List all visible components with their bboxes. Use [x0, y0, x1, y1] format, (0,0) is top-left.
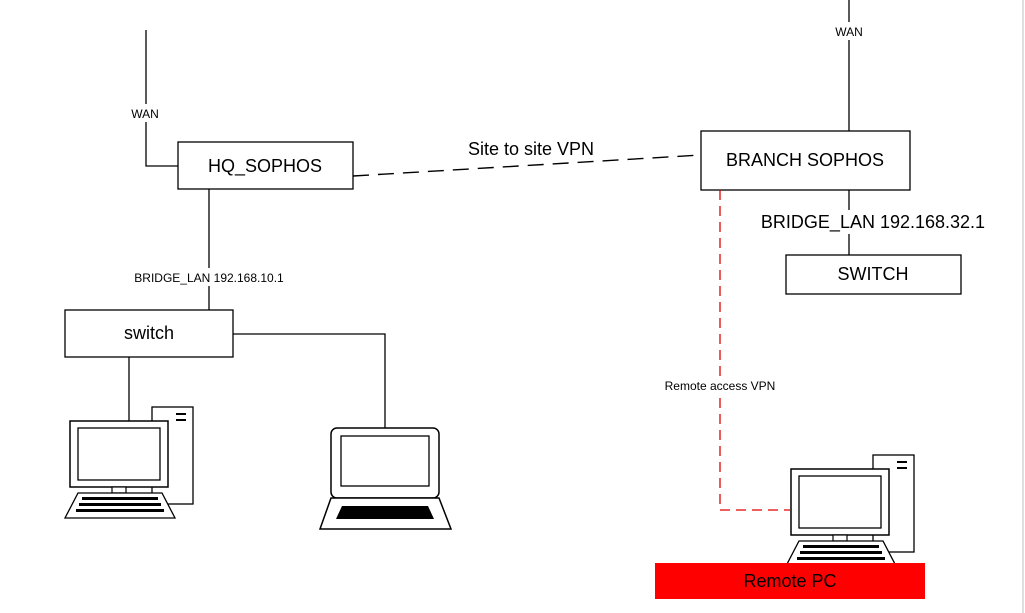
hq-lan-label-bg: [130, 268, 290, 286]
branch-lan-label-bg: [756, 210, 992, 234]
desktop-computer-icon[interactable]: [784, 454, 915, 567]
site-to-site-vpn-label: Site to site VPN: [468, 139, 594, 159]
branch-lan-label: BRIDGE_LAN 192.168.32.1: [761, 212, 985, 233]
remote-pc-label: Remote PC: [743, 571, 836, 591]
remote-access-label: Remote access VPN: [665, 379, 776, 393]
hq-switch-box[interactable]: [64, 309, 234, 358]
hq-switch-label: switch: [124, 323, 174, 343]
branch-switch-box[interactable]: [785, 254, 962, 295]
site-to-site-vpn-link: [352, 154, 702, 177]
hq-lan-label: BRIDGE_LAN 192.168.10.1: [134, 271, 284, 285]
remote-access-vpn-link: [719, 190, 790, 511]
hq-wan-link: [145, 30, 178, 167]
hq-sophos-box[interactable]: [177, 141, 354, 190]
branch-sophos-label: BRANCH SOPHOS: [726, 150, 884, 170]
hq-wan-label: WAN: [131, 107, 159, 121]
desktop-computer-icon[interactable]: [63, 406, 194, 519]
laptop-icon[interactable]: [318, 427, 453, 530]
remote-access-label-bg: [660, 376, 780, 394]
branch-switch-label: SWITCH: [838, 264, 909, 284]
remote-pc-bar: [655, 563, 925, 599]
branch-sophos-box[interactable]: [700, 130, 911, 191]
branch-wan-label-bg: [829, 22, 869, 40]
hq-sophos-label: HQ_SOPHOS: [208, 156, 322, 177]
switch-to-laptop-link: [233, 333, 386, 428]
hq-wan-label-bg: [126, 104, 166, 122]
branch-wan-label: WAN: [835, 25, 863, 39]
